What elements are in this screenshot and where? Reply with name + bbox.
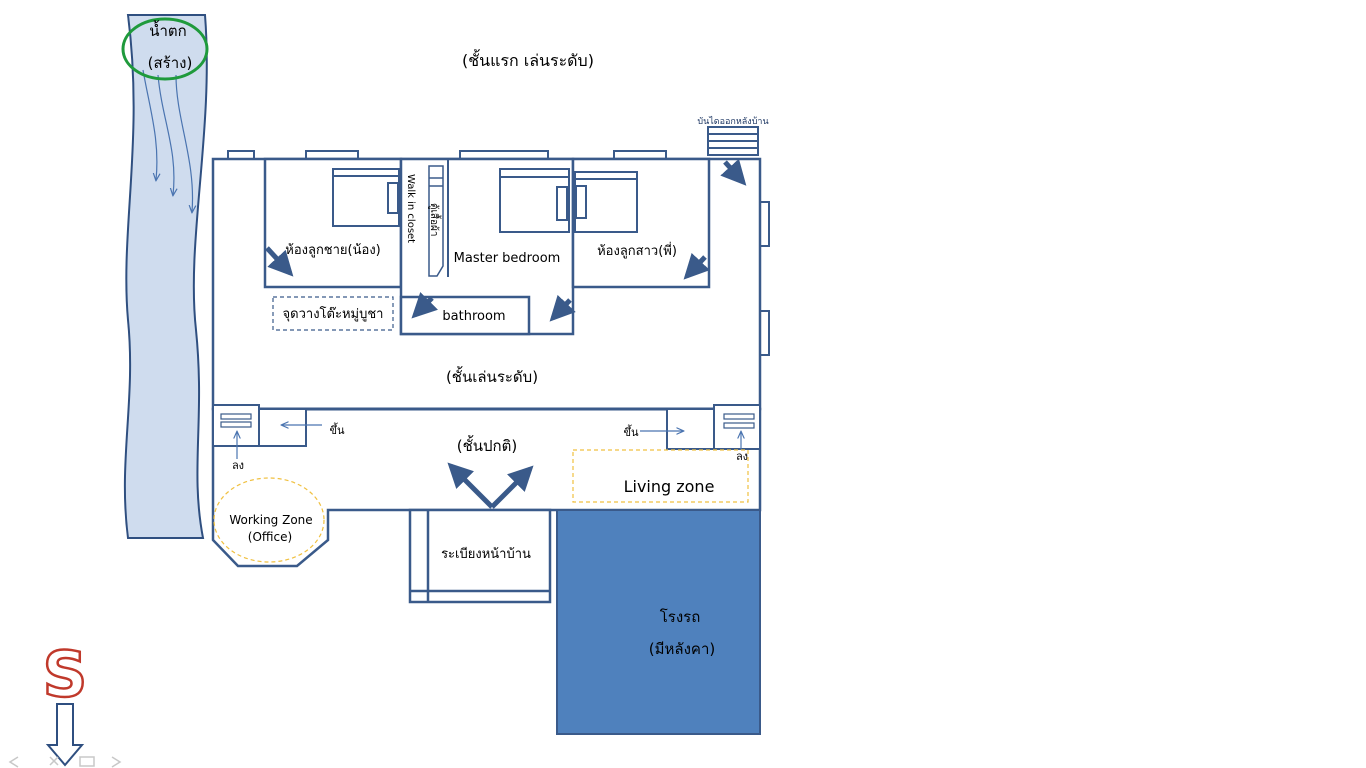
nav-next-icon [111, 756, 122, 768]
step-direction-arrows [237, 425, 741, 459]
garage-label-line1: โรงรถ [660, 608, 701, 626]
master-bedroom-label: Master bedroom [454, 251, 561, 266]
steps-right [666, 404, 761, 450]
back-stairs-label: บันไดออกหลังบ้าน [697, 116, 768, 127]
walk-in-closet-label: Walk in closet [405, 174, 416, 243]
nav-pen-icon [49, 756, 59, 766]
working-zone-label-line2: (Office) [248, 530, 292, 544]
waterfall-label-line2: (สร้าง) [148, 54, 193, 72]
master-bed [499, 168, 570, 233]
daughter-room-label: ห้องลูกสาว(พี่) [597, 242, 677, 259]
down-left-label: ลง [232, 459, 244, 472]
nav-prev-icon [8, 756, 19, 768]
daughter-bed [574, 171, 638, 233]
wardrobe-label: ตู้เสื้อผ้า [428, 203, 442, 237]
bathroom-label: bathroom [442, 309, 505, 324]
working-zone-label-line1: Working Zone [229, 513, 312, 527]
nav-menu-icon [79, 756, 95, 767]
waterfall-circle [121, 17, 209, 81]
direction-arrows [265, 158, 747, 509]
steps-left [212, 404, 307, 447]
split-level-label: (ชั้นเล่นระดับ) [446, 366, 538, 386]
south-arrow-icon [45, 703, 85, 767]
south-letter: S [43, 638, 88, 711]
front-terrace-label: ระเบียงหน้าบ้าน [441, 546, 531, 562]
down-right-label: ลง [736, 450, 748, 463]
up-left-label: ขึ้น [329, 422, 345, 437]
son-bed [332, 168, 400, 227]
living-zone [572, 449, 749, 503]
first-floor-title: (ชั้นแรก เล่นระดับ) [462, 49, 594, 70]
normal-level-label: (ชั้นปกติ) [457, 435, 517, 455]
front-terrace [408, 508, 552, 604]
water-flow-arrows [142, 69, 193, 212]
right-windows [759, 201, 770, 356]
back-stairs [707, 126, 759, 156]
normal-level-block [211, 407, 762, 568]
garage-label-line2: (มีหลังคา) [649, 640, 715, 658]
son-room-label: ห้องลูกชาย(น้อง) [285, 243, 381, 258]
waterfall-label-line1: น้ำตก [149, 20, 187, 40]
up-right-label: ขึ้น [623, 424, 639, 439]
living-zone-label: Living zone [624, 477, 715, 496]
altar-spot-zone [272, 296, 394, 331]
wardrobe-shape [428, 165, 444, 277]
working-zone [213, 477, 325, 563]
waterfall-stream [123, 14, 208, 539]
slide-nav-icons[interactable] [8, 756, 122, 768]
garage [556, 509, 761, 735]
altar-spot-label: จุดวางโต๊ะหมู่บูชา [283, 306, 384, 322]
